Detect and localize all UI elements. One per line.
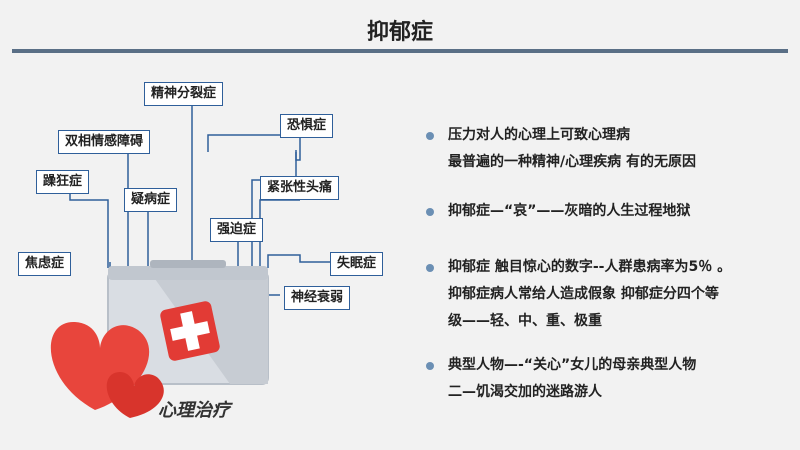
logo-text: 心理治疗 [158,400,230,421]
bullet-item: 抑郁症 触目惊心的数字--人群患病率为5％ 。 抑郁症病人常给人造成假象 抑郁症… [426,254,731,335]
label-bipolar: 双相情感障碍 [58,130,151,154]
title-divider [12,49,788,53]
label-phobia: 恐惧症 [280,114,334,138]
heart-icon [50,321,164,418]
label-neurasthenia: 神经衰弱 [284,286,351,310]
bullet-dot-icon [426,362,434,370]
label-ocd: 强迫症 [210,218,264,242]
bullet-item: 抑郁症—“哀”——灰暗的人生过程地狱 [426,198,690,225]
label-schizophrenia: 精神分裂症 [144,82,224,106]
label-mania: 躁狂症 [36,170,90,194]
bullet-dot-icon [426,264,434,272]
bullet-dot-icon [426,208,434,216]
label-anxiety: 焦虑症 [18,252,72,276]
bullet-item: 压力对人的心理上可致心理病 最普遍的一种精神/心理疾病 有的无原因 [426,122,696,176]
bullet-dot-icon [426,132,434,140]
label-insomnia: 失眠症 [330,252,384,276]
label-tension-headache: 紧张性头痛 [260,176,340,200]
bullet-item: 典型人物—-“关心”女儿的母亲典型人物 二—饥渴交加的迷路游人 [426,352,696,406]
label-hypochondria: 疑病症 [124,188,178,212]
red-cross-icon [160,301,220,361]
page-title: 抑郁症 [366,20,433,45]
